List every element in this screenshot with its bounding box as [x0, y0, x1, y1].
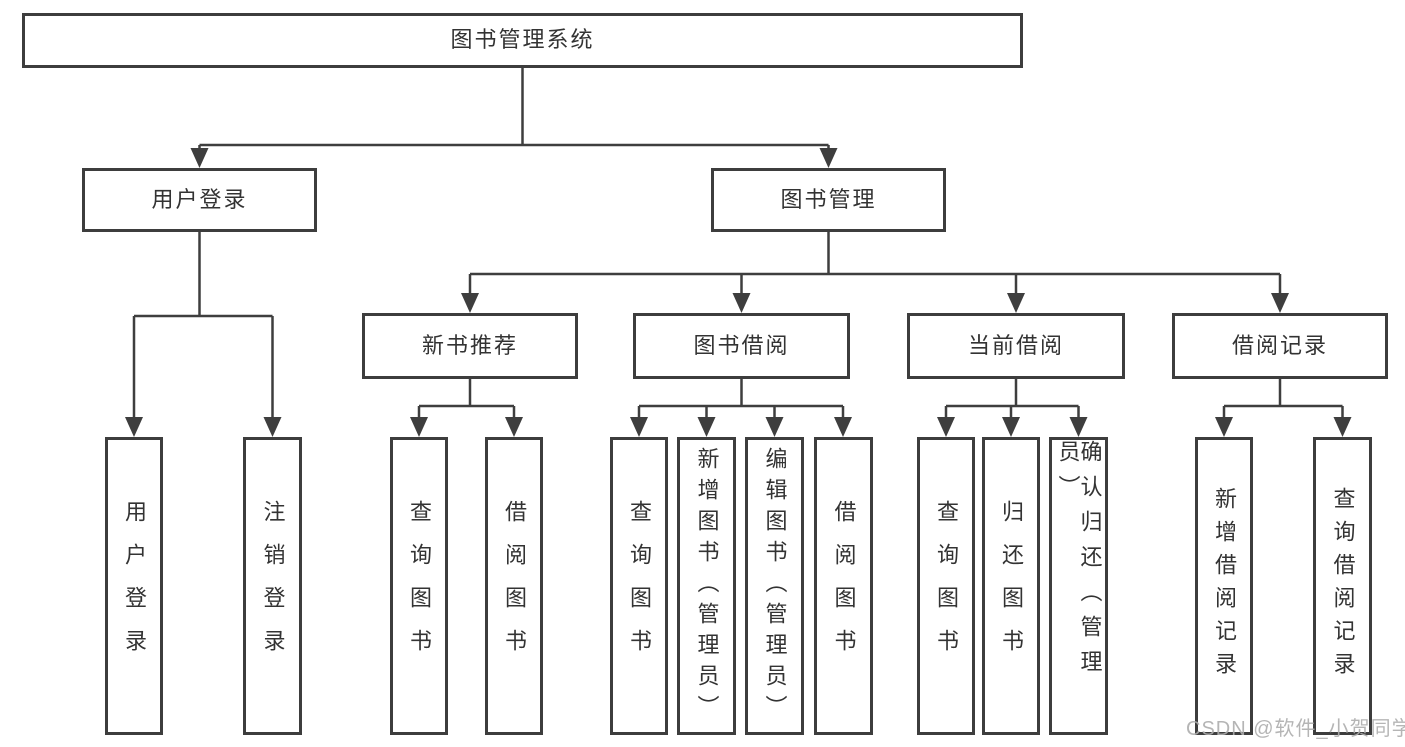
node-add-borrow-record-label: 新增借阅记录: [1212, 487, 1237, 685]
node-current-query-books-label: 查询图书: [934, 500, 959, 672]
node-logout-action: 注销登录: [243, 437, 302, 735]
arrowhead-icon: [125, 417, 143, 437]
arrowhead-icon: [190, 148, 209, 168]
node-new-book-recommend: 新书推荐: [362, 313, 578, 379]
arrowhead-icon: [834, 417, 852, 437]
node-user-login: 用户登录: [82, 168, 317, 232]
arrowhead-icon: [765, 417, 784, 437]
node-confirm-return-admin: 确认归还（管理员）: [1049, 437, 1108, 735]
arrowhead-icon: [1215, 417, 1233, 437]
node-book-borrowing-label: 图书借阅: [693, 332, 790, 358]
arrowhead-icon: [1069, 417, 1088, 437]
node-current-query-books: 查询图书: [917, 437, 975, 735]
node-recommend-borrow-books-label: 借阅图书: [502, 500, 527, 672]
node-query-borrow-record-label: 查询借阅记录: [1330, 487, 1356, 685]
node-borrowing-query-books-label: 查询图书: [627, 500, 652, 672]
arrowhead-icon: [505, 417, 523, 437]
node-book-borrowing: 图书借阅: [633, 313, 850, 379]
node-edit-book-admin: 编辑图书（管理员）: [745, 437, 804, 735]
node-user-login-label: 用户登录: [151, 186, 248, 212]
arrowhead-icon: [1007, 293, 1025, 313]
arrowhead-icon: [1002, 417, 1020, 437]
node-edit-book-admin-label: 编辑图书（管理员）: [762, 446, 788, 726]
node-add-borrow-record: 新增借阅记录: [1195, 437, 1253, 735]
node-return-books: 归还图书: [982, 437, 1040, 735]
node-borrowing-borrow-books: 借阅图书: [814, 437, 873, 735]
node-recommend-borrow-books: 借阅图书: [485, 437, 543, 735]
node-recommend-query-books-label: 查询图书: [407, 500, 432, 672]
arrowhead-icon: [1333, 417, 1352, 437]
arrowhead-icon: [732, 293, 751, 313]
node-borrowing-query-books: 查询图书: [610, 437, 668, 735]
arrowhead-icon: [697, 417, 716, 437]
node-library-system-label: 图书管理系统: [450, 27, 595, 53]
node-current-borrowing: 当前借阅: [907, 313, 1125, 379]
arrowhead-icon: [819, 148, 838, 168]
arrowhead-icon: [630, 417, 648, 437]
node-add-book-admin-label: 新增图书（管理员）: [694, 446, 720, 726]
node-user-login-action: 用户登录: [105, 437, 163, 735]
node-library-system: 图书管理系统: [22, 13, 1023, 68]
node-return-books-label: 归还图书: [999, 500, 1024, 672]
node-borrowing-records-label: 借阅记录: [1231, 332, 1328, 358]
node-user-login-action-label: 用户登录: [122, 500, 147, 672]
node-borrowing-borrow-books-label: 借阅图书: [831, 500, 857, 672]
arrowhead-icon: [937, 417, 955, 437]
node-query-borrow-record: 查询借阅记录: [1313, 437, 1372, 735]
node-book-management: 图书管理: [711, 168, 946, 232]
node-new-book-recommend-label: 新书推荐: [421, 332, 518, 358]
node-add-book-admin: 新增图书（管理员）: [677, 437, 736, 735]
watermark-text: CSDN @软件_小贺同学: [1186, 718, 1405, 740]
node-book-management-label: 图书管理: [780, 186, 877, 212]
node-confirm-return-admin-label: 确认归还（管理员）: [1055, 440, 1103, 685]
node-current-borrowing-label: 当前借阅: [967, 332, 1064, 358]
node-logout-action-label: 注销登录: [260, 500, 286, 672]
arrowhead-icon: [1271, 293, 1289, 313]
node-recommend-query-books: 查询图书: [390, 437, 448, 735]
arrowhead-icon: [263, 417, 282, 437]
arrowhead-icon: [461, 293, 479, 313]
node-borrowing-records: 借阅记录: [1172, 313, 1388, 379]
arrowhead-icon: [410, 417, 428, 437]
